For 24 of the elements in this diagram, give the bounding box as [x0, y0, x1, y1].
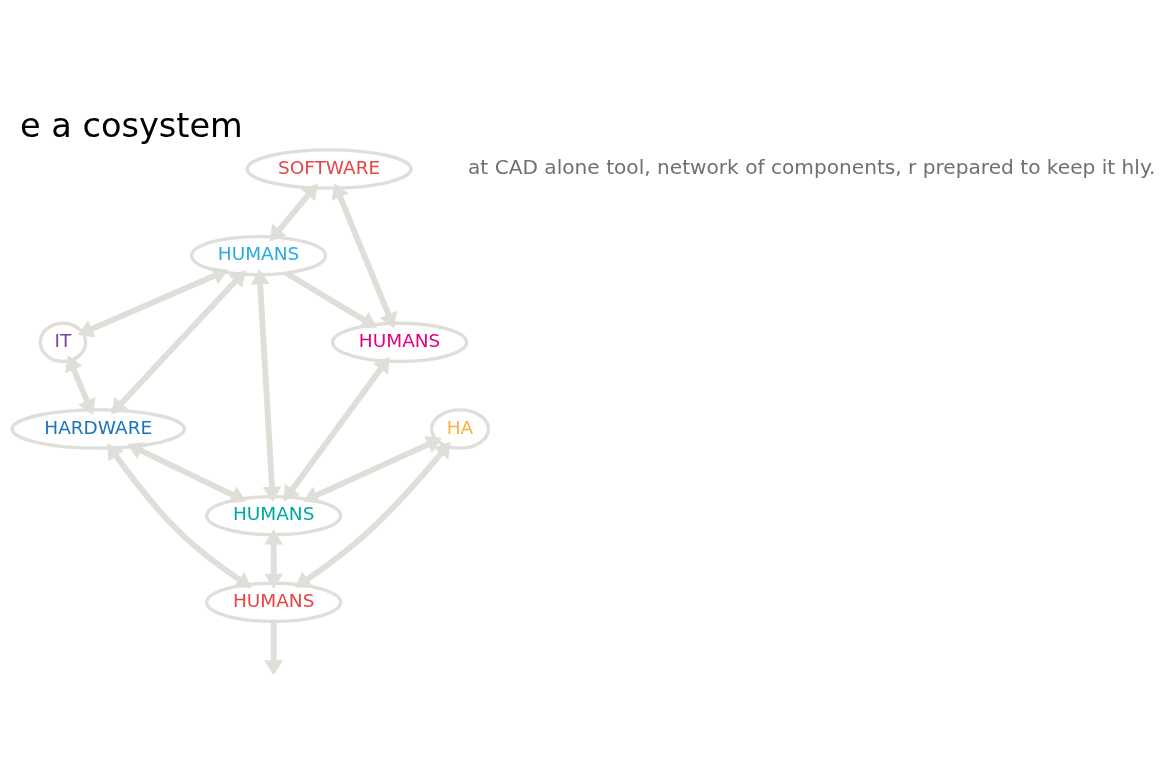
arrow	[264, 620, 283, 674]
arrow	[77, 266, 229, 338]
node-ellipse: HARDWARE	[10, 407, 186, 450]
node-ellipse: HUMANS	[205, 494, 343, 536]
arrow	[65, 354, 96, 415]
node-ellipse: SOFTWARE	[245, 147, 413, 190]
arrow	[250, 268, 282, 502]
arrow	[264, 528, 283, 589]
arrow	[127, 441, 247, 503]
arrow	[111, 269, 246, 414]
arrow	[107, 443, 252, 588]
arrow	[284, 270, 377, 328]
node-ellipse: HUMANS	[205, 581, 343, 623]
arrow	[294, 441, 451, 588]
node-ellipse: HUMANS	[330, 321, 469, 363]
node-ellipse: HUMANS	[189, 234, 328, 276]
diagram-title: e a cosystem	[19, 105, 243, 145]
arrow	[283, 356, 390, 502]
node-ellipse: IT	[38, 321, 88, 363]
arrow	[269, 183, 318, 241]
label: at CAD alone tool, network of components, r prepared to keep it hly.	[468, 154, 1156, 179]
arrow	[331, 182, 398, 328]
node-ellipse: HA	[429, 407, 491, 450]
arrow	[302, 435, 442, 504]
